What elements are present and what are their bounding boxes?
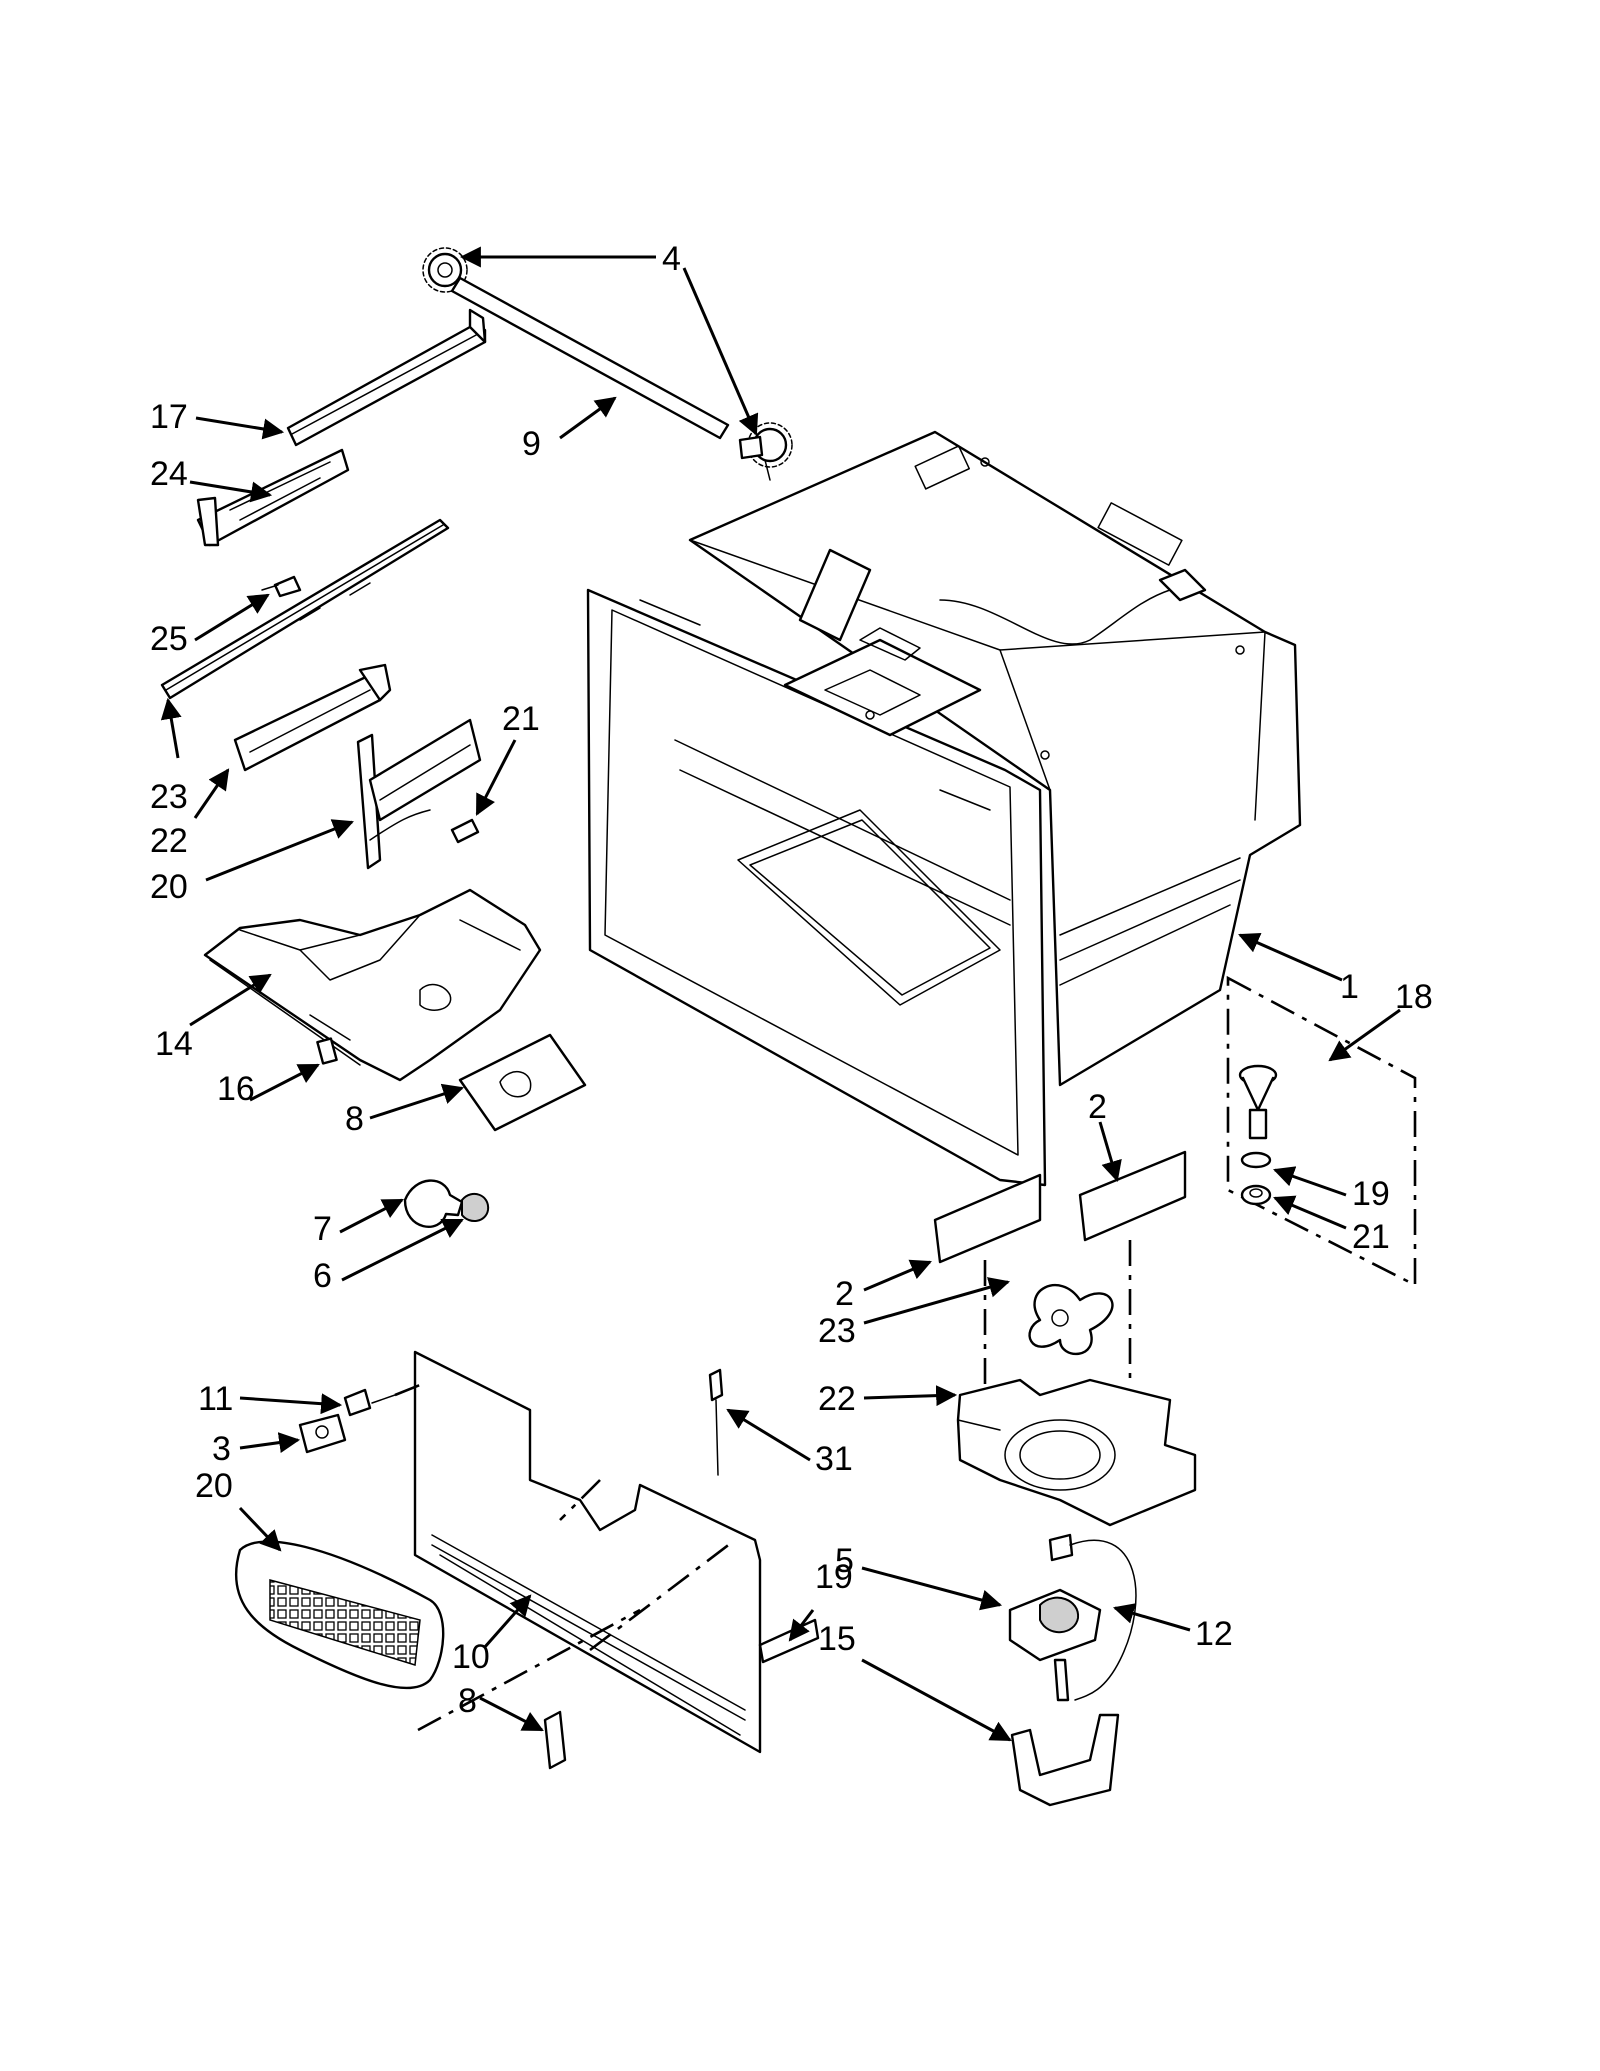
callout-26: 21 <box>502 700 540 738</box>
callout-7: 9 <box>522 425 541 463</box>
callout-28: 23 <box>150 778 188 816</box>
callout-21: 21 <box>1352 1218 1390 1256</box>
freezer-liner-part <box>586 430 1302 1187</box>
callout-14: 14 <box>155 1025 193 1063</box>
tray-cover-part <box>203 888 587 1132</box>
callout-15: 15 <box>818 1620 856 1658</box>
callout-22: 20 <box>195 1467 233 1505</box>
callout-3: 3 <box>212 1430 231 1468</box>
callout-12: 11 <box>198 1380 233 1418</box>
callout-11: 10 <box>452 1638 490 1676</box>
callout-9: 7 <box>313 1210 332 1248</box>
callout-17: 17 <box>150 398 188 436</box>
callout-1: 1 <box>1340 968 1359 1006</box>
lamp-part <box>403 1179 490 1228</box>
callout-20: 19 <box>815 1558 853 1596</box>
callout-29: 24 <box>150 455 188 493</box>
evaporator-fan-assembly <box>933 1150 1197 1807</box>
callout-labels: 4 9 17 24 25 23 22 20 21 14 16 8 7 6 1 1… <box>150 240 1433 1720</box>
callout-10: 8 <box>345 1100 364 1138</box>
callout-8: 8 <box>458 1682 477 1720</box>
callout-19: 19 <box>1352 1175 1390 1213</box>
drawer-rail-assembly <box>160 308 487 772</box>
callout-16: 16 <box>217 1070 255 1108</box>
callout-5: 5 <box>835 1542 854 1580</box>
side-bracket-part <box>356 718 482 870</box>
leader-lines <box>160 246 1401 1742</box>
callout-6: 6 <box>313 1257 332 1295</box>
callout-25: 20 <box>150 868 188 906</box>
callout-24: 23 <box>818 1312 856 1350</box>
gear-shaft-assembly <box>422 247 793 481</box>
drain-fitting-kit <box>1226 975 1417 1288</box>
callout-31: 31 <box>815 1440 853 1478</box>
callout-30: 25 <box>150 620 188 658</box>
rear-cover-assembly <box>234 1350 820 1770</box>
callout-4: 4 <box>662 240 681 278</box>
callout-13: 12 <box>1195 1615 1233 1653</box>
callout-23: 22 <box>818 1380 856 1418</box>
callout-2-lower: 2 <box>835 1275 854 1313</box>
callout-18: 18 <box>1395 978 1433 1016</box>
callout-2-upper: 2 <box>1088 1088 1107 1126</box>
callout-27: 22 <box>150 822 188 860</box>
